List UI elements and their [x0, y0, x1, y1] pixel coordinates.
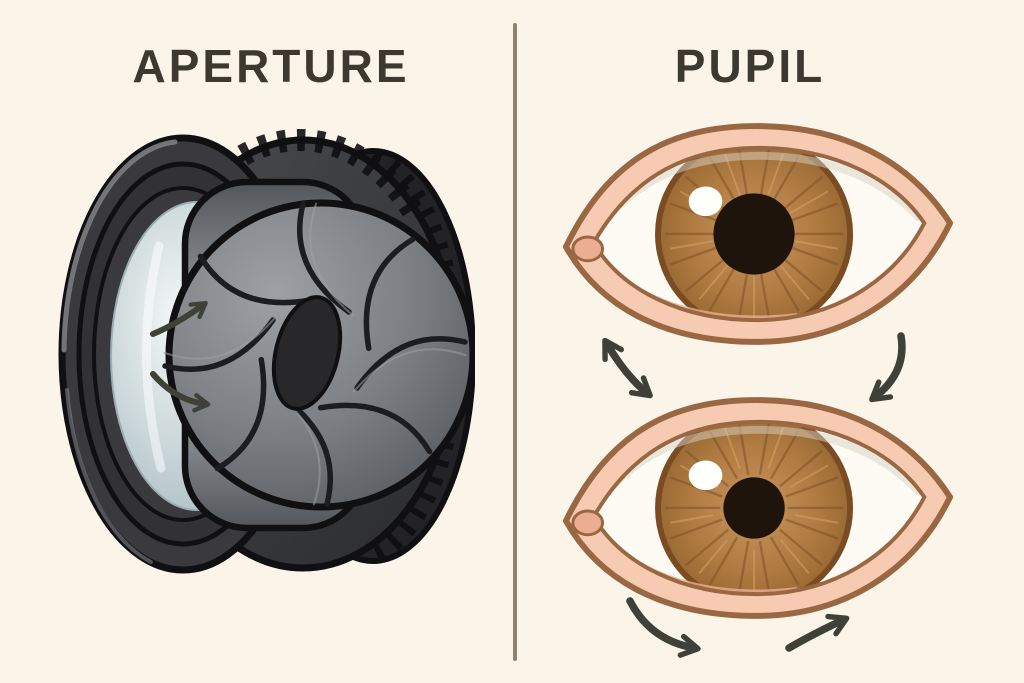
eye-highlight-top-eye [688, 186, 723, 217]
lens-barrel-grip [220, 128, 427, 224]
aperture-opening [271, 295, 343, 411]
lens-body [58, 128, 475, 574]
camera-lens-illustration [58, 128, 475, 574]
panel-divider [513, 23, 517, 661]
eye-top-illustration [562, 123, 954, 345]
aperture-title: APERTURE [132, 40, 410, 92]
sclera-outline-top-eye [591, 145, 927, 323]
pupil-title: PUPIL [674, 40, 826, 92]
tear-duct-top-eye [571, 235, 605, 263]
lens-rim-highlight-lower [65, 388, 153, 564]
pupil-dilated [713, 193, 795, 275]
lens-rim-highlight [61, 139, 178, 353]
pupil-constricted [723, 477, 785, 539]
lens-glass-highlight [142, 241, 166, 473]
sclera-outline-bottom-eye [591, 419, 927, 597]
eye-bottom-illustration [562, 397, 954, 619]
tear-duct-bottom-eye [571, 509, 605, 537]
eye-highlight-bottom-eye [688, 460, 723, 491]
